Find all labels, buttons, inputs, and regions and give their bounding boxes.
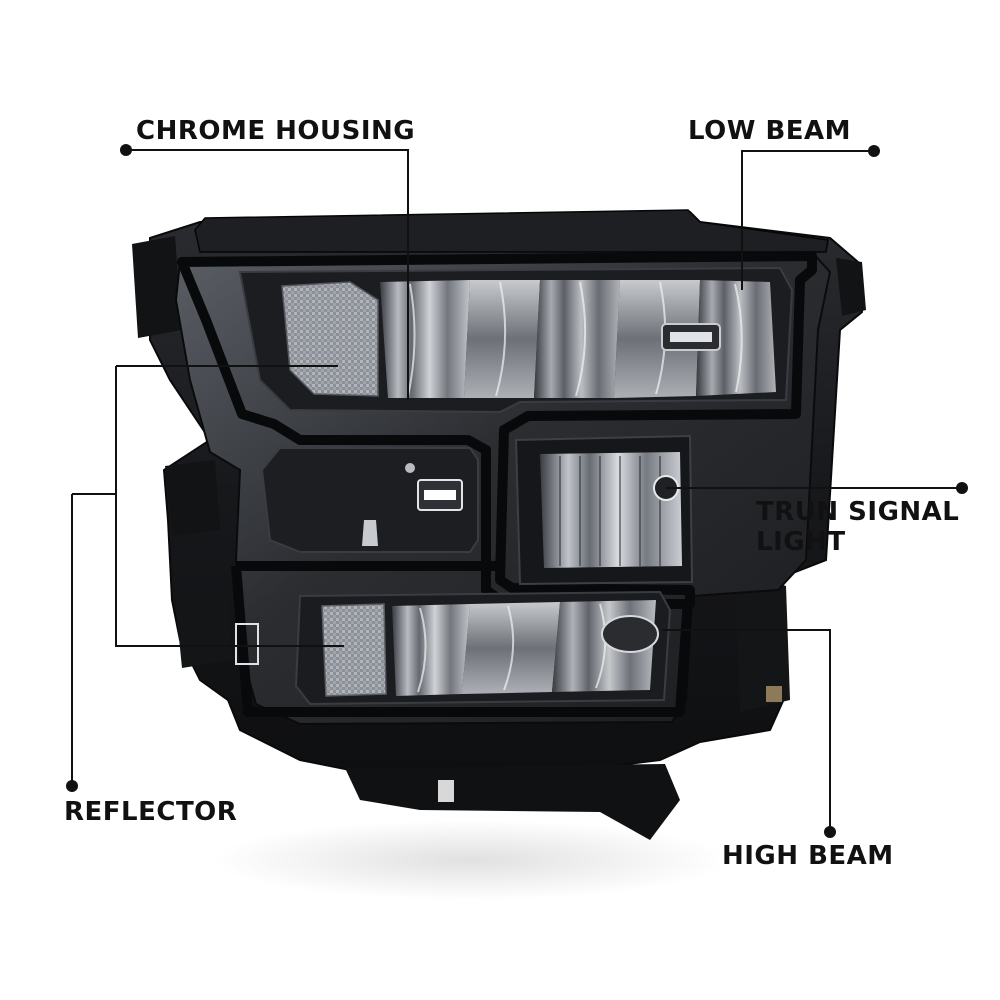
label-reflector: REFLECTOR [64, 797, 238, 827]
label-turn-signal-line1: TRUN SIGNAL [756, 497, 960, 527]
label-turn-signal-light: TRUN SIGNAL LIGHT [756, 497, 959, 557]
high-beam-chamber [294, 590, 672, 706]
turn-signal-chamber [514, 434, 694, 586]
leader-chrome-housing [126, 149, 409, 400]
leader-lines [71, 149, 962, 832]
callout-dot-reflector [66, 780, 78, 792]
callout-dots [66, 144, 968, 838]
leader-low-beam [741, 150, 874, 290]
leader-reflector-upper [115, 366, 344, 647]
label-chrome-housing: CHROME HOUSING [136, 116, 416, 146]
callout-dot-turn-signal [956, 482, 968, 494]
leader-high-beam [662, 629, 831, 832]
callout-dot-chrome-housing [120, 144, 132, 156]
label-low-beam: LOW BEAM [688, 116, 852, 146]
top-rim [194, 209, 829, 253]
drl-bar [260, 447, 479, 553]
callout-dot-high-beam [824, 826, 836, 838]
side-clip [235, 623, 259, 665]
light-guide-upper [177, 251, 817, 609]
light-guide-lower [231, 561, 693, 717]
callout-dot-low-beam [868, 145, 880, 157]
label-high-beam: HIGH BEAM [722, 841, 894, 871]
low-beam-chamber [238, 266, 794, 414]
floor-reflection [210, 820, 730, 900]
label-turn-signal-line2: LIGHT [756, 527, 846, 557]
